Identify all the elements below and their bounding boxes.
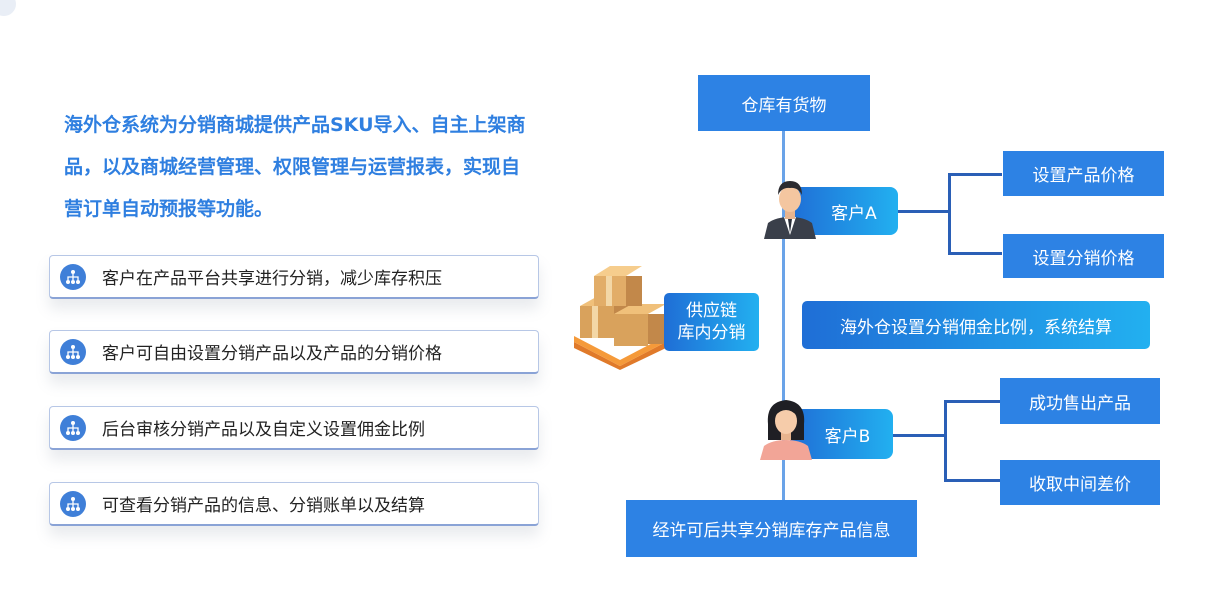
network-icon [60,414,86,441]
businessman-avatar-icon [764,181,816,239]
feature-item: 客户在产品平台共享进行分销，减少库存积压 [49,255,539,299]
supply-chain-label-line2: 库内分销 [677,323,746,343]
action-set-product-price: 设置产品价格 [1003,151,1164,196]
network-icon [60,338,86,365]
feature-item: 客户可自由设置分销产品以及产品的分销价格 [49,330,539,374]
shared-inventory-node: 经许可后共享分销库存产品信息 [626,500,917,557]
trunk-line [782,128,785,502]
warehouse-node: 仓库有货物 [698,75,870,131]
supply-chain-label-line1: 供应链 [686,301,737,321]
businesswoman-avatar-icon [760,400,812,460]
network-icon [60,263,86,290]
action-collect-margin: 收取中间差价 [1000,460,1160,505]
feature-item: 后台审核分销产品以及自定义设置佣金比例 [49,406,539,450]
feature-label: 可查看分销产品的信息、分销账单以及结算 [102,496,425,516]
corner-decoration [0,0,16,16]
customer-b-connector [893,434,945,437]
customer-b-bracket [944,400,1000,482]
feature-label: 客户在产品平台共享进行分销，减少库存积压 [102,269,442,289]
feature-label: 客户可自由设置分销产品以及产品的分销价格 [102,344,442,364]
customer-a-connector [898,210,950,213]
feature-item: 可查看分销产品的信息、分销账单以及结算 [49,482,539,526]
feature-label: 后台审核分销产品以及自定义设置佣金比例 [102,420,425,440]
network-icon [60,490,86,517]
intro-text: 海外仓系统为分销商城提供产品SKU导入、自主上架商品，以及商城经营管理、权限管理… [64,114,526,220]
action-sell-product: 成功售出产品 [1000,378,1160,424]
action-set-distribution-price: 设置分销价格 [1003,234,1164,278]
supply-chain-node: 供应链 库内分销 [664,293,759,351]
customer-a-bracket [948,173,1002,255]
boxes-icon [574,266,666,370]
settlement-node: 海外仓设置分销佣金比例，系统结算 [802,301,1150,349]
